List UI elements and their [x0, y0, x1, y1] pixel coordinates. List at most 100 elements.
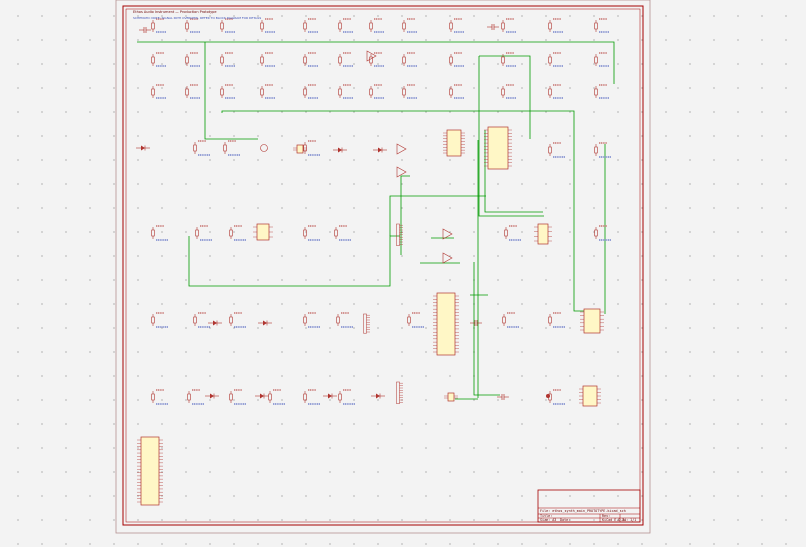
resistor — [229, 229, 233, 237]
resistor — [338, 88, 342, 96]
ic-microcontroller-b — [436, 292, 456, 356]
ic-microcontroller-a — [487, 126, 509, 170]
resistor — [594, 146, 598, 154]
resistor — [303, 316, 307, 324]
resistor — [548, 56, 552, 64]
sheet-header-note: SCHEMATIC NOTE: SIGNAL PATH OVERVIEW, RE… — [133, 16, 262, 20]
title-block-size: Size: A3 — [540, 518, 557, 522]
sheet-header-title: Ethos Audio Instrument — Production Prot… — [133, 10, 217, 14]
title-block — [537, 489, 641, 523]
ic-driver — [582, 385, 598, 407]
resistor — [338, 393, 342, 401]
connector-j1 — [396, 223, 400, 246]
resistor — [449, 56, 453, 64]
resistor — [504, 229, 508, 237]
resistor — [303, 56, 307, 64]
title-block-rev: Rev: — [602, 514, 611, 518]
resistor — [336, 316, 340, 324]
resistor — [501, 22, 505, 30]
resistor — [223, 144, 227, 152]
resistor — [303, 229, 307, 237]
resistor — [185, 88, 189, 96]
connector-j2 — [363, 313, 367, 334]
resistor — [260, 22, 264, 30]
resistor — [338, 56, 342, 64]
resistor — [193, 316, 197, 324]
wire-net-e — [479, 55, 531, 139]
resistor — [407, 316, 411, 324]
ic-encoder — [537, 223, 549, 245]
diode — [141, 145, 145, 151]
wire-layer — [137, 41, 615, 400]
wire-net-h — [473, 262, 500, 396]
resistor — [449, 22, 453, 30]
diode — [338, 147, 342, 153]
resistor — [195, 229, 199, 237]
resistor — [369, 56, 373, 64]
diode — [378, 147, 382, 153]
resistor — [594, 88, 598, 96]
resistor — [220, 22, 224, 30]
ic-dac — [446, 129, 462, 157]
resistor — [229, 393, 233, 401]
diode — [328, 393, 332, 399]
resistor — [594, 56, 598, 64]
resistor — [193, 144, 197, 152]
resistor — [369, 88, 373, 96]
ic-codec — [583, 308, 601, 334]
resistor — [229, 316, 233, 324]
diode — [210, 393, 214, 399]
sheet-outer-border — [115, 0, 651, 534]
transistor-q2 — [260, 144, 268, 152]
transistor-q1 — [296, 144, 304, 154]
connector-power-header — [140, 436, 160, 506]
resistor — [548, 88, 552, 96]
resistor — [151, 22, 155, 30]
resistor — [187, 393, 191, 401]
title-block-date: Date: — [560, 518, 571, 522]
resistor — [501, 88, 505, 96]
wire-net-k — [400, 175, 410, 255]
opamp-stage-b — [396, 166, 407, 178]
led-status — [546, 394, 550, 398]
wire-net-g — [484, 130, 543, 213]
drawing-frame-inner — [125, 8, 641, 523]
resistor — [338, 22, 342, 30]
title-block-title: Title: — [540, 514, 553, 518]
wire-net-f — [478, 56, 544, 217]
resistor — [185, 56, 189, 64]
resistor — [402, 22, 406, 30]
resistor — [594, 22, 598, 30]
resistor — [151, 56, 155, 64]
wire-bus-top — [137, 41, 615, 84]
resistor — [594, 229, 598, 237]
switch-reset — [447, 392, 455, 402]
opamp-buffer-1 — [366, 50, 377, 62]
title-block-sheet-id: Id: 1/1 — [622, 518, 637, 522]
resistor — [151, 393, 155, 401]
diode — [260, 393, 264, 399]
diode — [263, 320, 267, 326]
resistor — [402, 88, 406, 96]
title-block-file: File: ethos_synth_main_PROTOTYPE.kicad_s… — [540, 509, 626, 513]
wire-net-c — [188, 235, 400, 287]
component-layer — [136, 18, 611, 506]
resistor — [151, 229, 155, 237]
resistor — [501, 56, 505, 64]
opamp-stage-d — [442, 252, 453, 264]
resistor — [303, 88, 307, 96]
resistor — [260, 56, 264, 64]
title-block-kicad: KiCad E.D.A. — [602, 518, 627, 522]
resistor — [548, 22, 552, 30]
wire-net-d — [389, 195, 486, 236]
resistor — [334, 229, 338, 237]
resistor — [303, 22, 307, 30]
diode — [213, 320, 217, 326]
resistor — [268, 393, 272, 401]
ic-regulator — [256, 223, 270, 241]
wire-net-b — [221, 110, 584, 312]
resistor — [303, 393, 307, 401]
opamp-stage-c — [442, 228, 453, 240]
